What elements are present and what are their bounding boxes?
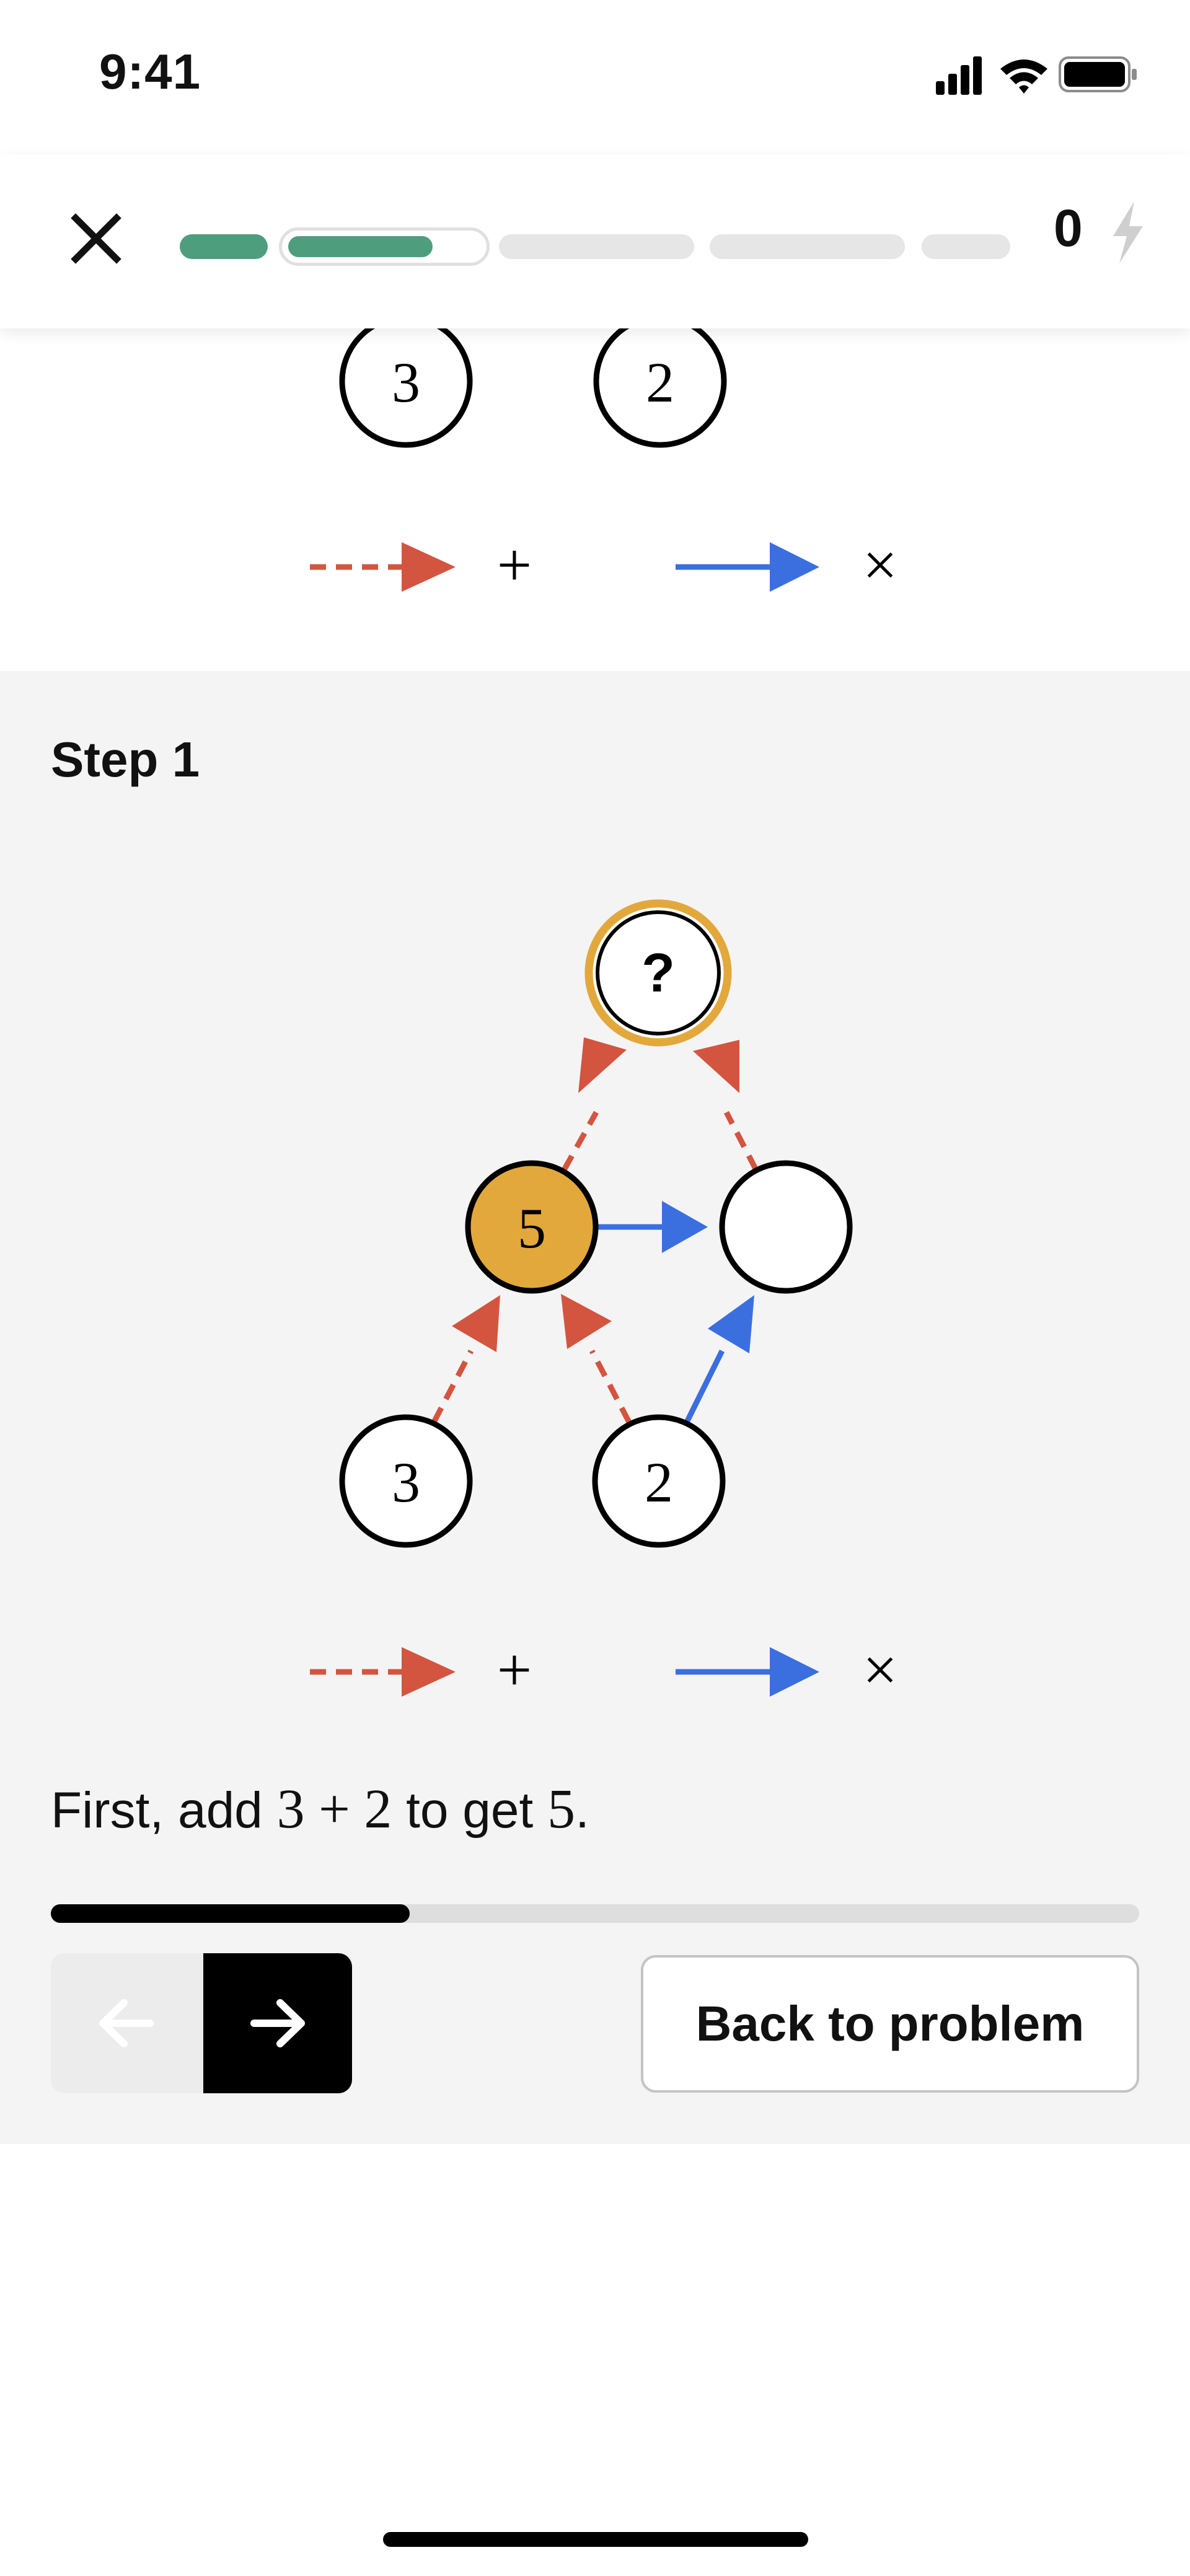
- node-top: [596, 910, 721, 1035]
- lightning-icon: [1113, 201, 1143, 263]
- status-bar: 9:41: [0, 0, 1190, 155]
- explanation-result: 5: [547, 1778, 576, 1840]
- cellular-signal-icon: [936, 56, 982, 95]
- node-middle-right: [719, 1160, 853, 1294]
- add-arrow: [431, 1295, 500, 1424]
- explanation-middle: to get: [406, 1782, 534, 1839]
- step-explanation: First, add 3 + 2 to get 5.: [51, 1777, 589, 1841]
- node-label: 2: [646, 351, 674, 414]
- arrow-left-icon: [99, 1999, 154, 2047]
- legend-multiply-label: ×: [863, 530, 897, 599]
- multiply-arrow: [684, 1295, 754, 1423]
- legend-add-label: +: [497, 1635, 532, 1704]
- legend-add-arrow: [310, 542, 456, 592]
- step-diagram: ? 5 3 2 + ×: [0, 880, 1190, 1735]
- battery-icon: [1059, 56, 1137, 92]
- legend-add-label: +: [497, 530, 532, 599]
- explanation-expression: 3 + 2: [276, 1778, 392, 1840]
- node-bottom-left: [339, 1414, 473, 1548]
- legend-multiply-arrow: [676, 1647, 819, 1697]
- close-icon: [71, 213, 121, 264]
- node-label: 5: [518, 1197, 546, 1260]
- explanation-prefix: First, add: [51, 1782, 263, 1839]
- arrow-right-icon: [250, 1999, 305, 2047]
- multiply-arrow: [597, 1201, 708, 1253]
- progress-segment: [922, 234, 1010, 259]
- back-to-problem-button[interactable]: Back to problem: [641, 1955, 1139, 2093]
- explanation-suffix: .: [575, 1782, 589, 1839]
- progress-segment: [499, 234, 694, 259]
- node-label: ?: [641, 942, 675, 1003]
- legend-multiply-arrow: [676, 542, 819, 592]
- node-bottom-right: [592, 1414, 726, 1548]
- add-arrow: [693, 1040, 759, 1172]
- node-label: 3: [392, 1451, 420, 1514]
- lesson-header: 0: [0, 155, 1190, 328]
- lesson-progress: [180, 222, 1010, 266]
- previous-step-button[interactable]: [51, 1953, 203, 2093]
- step-progress-bar: [51, 1904, 1139, 1923]
- legend-add-arrow: [310, 1647, 456, 1697]
- progress-segment: [710, 234, 905, 259]
- progress-segment-fill: [288, 236, 433, 257]
- step-progress-fill: [51, 1904, 410, 1923]
- progress-segment: [180, 234, 268, 259]
- node-label: 3: [392, 351, 420, 414]
- next-step-button[interactable]: [203, 1953, 352, 2093]
- streak-count: 0: [1054, 199, 1083, 257]
- node-middle-left: [465, 1160, 599, 1294]
- close-button[interactable]: [62, 204, 130, 273]
- add-arrow: [562, 1037, 627, 1172]
- step-title: Step 1: [51, 732, 200, 787]
- status-icons: [936, 56, 1137, 95]
- add-arrow: [561, 1294, 632, 1424]
- step-navigation: [51, 1953, 352, 2093]
- node-label: 2: [645, 1451, 673, 1514]
- wifi-icon: [1000, 59, 1047, 94]
- problem-diagram: 3 2 + ×: [0, 310, 1190, 657]
- home-indicator: [383, 2532, 808, 2547]
- progress-segment-current: [279, 227, 490, 266]
- legend-multiply-label: ×: [863, 1635, 897, 1704]
- step-panel: [0, 671, 1190, 2144]
- status-time: 9:41: [99, 44, 201, 99]
